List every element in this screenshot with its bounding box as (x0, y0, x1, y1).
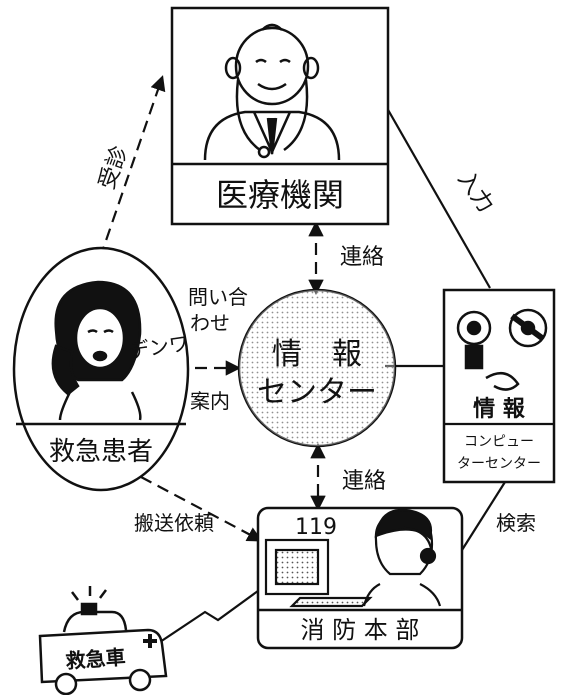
medical-to-computer-line (386, 107, 491, 289)
ambulance-radio-line (159, 587, 263, 643)
patient-label: 救急患者 (49, 437, 153, 467)
ambulance-icon (38, 586, 168, 695)
patient-to-medical-arrow (98, 75, 166, 259)
computer-icon-caption: 情 報 (473, 396, 526, 422)
computer-center-node: 情 報 コンピュー ターセンター (442, 288, 556, 484)
edge-label-renraku-bottom: 連絡 (342, 469, 386, 494)
edge-label-toiawase-1: 問い合 (188, 285, 248, 309)
information-center-node: 情 報 センター (237, 288, 397, 448)
edge-label-hansou: 搬送依頼 (134, 511, 214, 535)
data-reels-icon (456, 308, 548, 391)
center-label-line2: センター (257, 375, 377, 410)
medical-label: 医療機関 (216, 176, 344, 214)
computer-label-line2: ターセンター (457, 456, 541, 472)
edge-label-kensaku: 検索 (496, 511, 536, 535)
fire-department-node: 119 消 防 本 部 (256, 506, 464, 650)
medical-institution-node: 医療機関 (170, 6, 390, 226)
fire-department-label: 消 防 本 部 (301, 616, 420, 644)
edge-label-jushin: 受診 (95, 143, 134, 193)
patient-node: デンワ 救急患者 (12, 246, 190, 492)
emergency-number: 119 (295, 515, 337, 540)
computer-label-line1: コンピュー (464, 434, 534, 450)
ambulance-label: 救急車 (65, 645, 127, 673)
patient-to-fire-arrow (123, 467, 263, 542)
patient-on-phone-icon (51, 280, 142, 421)
computer-to-fire-line (461, 481, 506, 551)
edge-label-renraku-top: 連絡 (340, 245, 384, 270)
edge-label-annai: 案内 (190, 389, 230, 413)
operator-icon (264, 508, 442, 608)
edge-label-toiawase-2: わせ (190, 311, 230, 335)
center-label-line1: 情 報 (272, 337, 362, 372)
doctor-icon (203, 23, 341, 161)
edge-label-nyuryoku: 入力 (452, 167, 498, 217)
